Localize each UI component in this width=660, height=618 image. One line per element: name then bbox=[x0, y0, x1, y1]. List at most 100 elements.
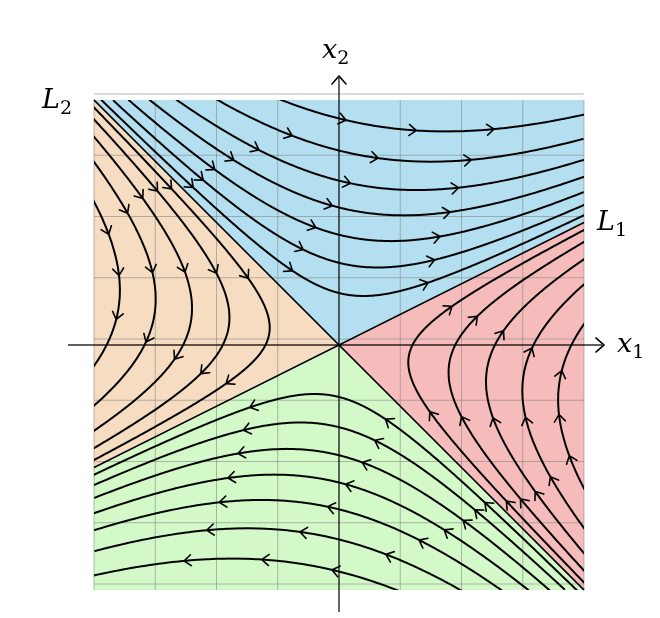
trajectory-curve bbox=[407, 228, 584, 584]
direction-arrow bbox=[442, 305, 453, 316]
trajectory-curve bbox=[278, 100, 584, 133]
direction-arrow bbox=[485, 123, 495, 136]
direction-arrow bbox=[374, 437, 385, 450]
trajectory-curve bbox=[94, 393, 579, 590]
direction-arrow bbox=[249, 141, 260, 153]
trajectory-curve bbox=[485, 258, 584, 555]
x1-axis-arrowhead bbox=[595, 337, 605, 353]
direction-arrow bbox=[100, 225, 113, 236]
direction-arrow bbox=[408, 123, 418, 137]
axes bbox=[68, 75, 605, 612]
direction-arrow bbox=[173, 349, 184, 360]
direction-arrow bbox=[474, 509, 485, 520]
trajectory-curve bbox=[175, 100, 584, 191]
direction-arrow bbox=[521, 416, 534, 427]
direction-arrow bbox=[463, 154, 473, 167]
x2-axis-label: x2 bbox=[322, 34, 349, 69]
direction-arrow bbox=[565, 454, 578, 465]
direction-arrow bbox=[489, 417, 502, 428]
direction-arrow bbox=[419, 278, 429, 291]
trajectory-curve bbox=[94, 106, 271, 462]
direction-arrow bbox=[237, 446, 247, 459]
direction-arrow bbox=[306, 219, 317, 232]
direction-arrow bbox=[282, 261, 294, 273]
trajectory-curve bbox=[127, 100, 584, 243]
trajectory-curve bbox=[94, 527, 463, 590]
direction-arrow bbox=[431, 231, 441, 244]
direction-arrow bbox=[227, 470, 237, 484]
trajectory-curve bbox=[94, 473, 530, 590]
direction-arrow bbox=[505, 500, 516, 511]
direction-arrow bbox=[443, 528, 454, 539]
direction-arrow bbox=[534, 490, 545, 502]
direction-arrow bbox=[218, 495, 228, 508]
direction-arrow bbox=[462, 519, 473, 530]
trajectory-curve bbox=[94, 447, 551, 590]
direction-arrow bbox=[554, 369, 567, 380]
trajectory-curve bbox=[557, 322, 584, 491]
direction-arrow bbox=[361, 458, 372, 471]
direction-arrow bbox=[118, 203, 130, 215]
direction-arrow bbox=[326, 502, 337, 515]
trajectory-curve bbox=[521, 282, 584, 530]
direction-arrow bbox=[385, 550, 396, 563]
l1-label: L1 bbox=[596, 206, 627, 241]
direction-arrow bbox=[225, 374, 236, 385]
direction-arrow bbox=[299, 526, 309, 540]
direction-arrow bbox=[384, 417, 396, 429]
l2-label: L2 bbox=[41, 84, 72, 119]
direction-arrow bbox=[331, 565, 341, 578]
direction-arrow bbox=[467, 315, 479, 326]
trajectory-curve bbox=[94, 117, 231, 450]
direction-arrow bbox=[344, 480, 355, 493]
direction-arrow bbox=[249, 399, 259, 412]
direction-arrow bbox=[143, 332, 155, 343]
trajectory-curve bbox=[94, 557, 400, 590]
direction-arrow bbox=[293, 240, 304, 253]
trajectories bbox=[94, 100, 584, 590]
direction-arrow bbox=[111, 310, 124, 321]
direction-arrow bbox=[148, 181, 159, 192]
direction-arrow bbox=[176, 262, 189, 273]
direction-arrow bbox=[548, 475, 560, 487]
direction-arrow bbox=[428, 410, 440, 422]
direction-arrow bbox=[193, 170, 204, 181]
trajectory-curve bbox=[99, 100, 584, 297]
direction-arrow bbox=[205, 160, 216, 171]
direction-arrow bbox=[111, 267, 125, 277]
direction-arrow bbox=[323, 197, 334, 210]
direction-arrow bbox=[441, 206, 451, 220]
direction-arrow bbox=[450, 182, 460, 195]
trajectory-curve bbox=[215, 100, 584, 163]
direction-arrow bbox=[183, 177, 194, 189]
direction-arrow bbox=[133, 188, 144, 200]
direction-arrow bbox=[494, 330, 505, 341]
trajectory-curve bbox=[112, 100, 584, 269]
direction-arrow bbox=[484, 501, 495, 513]
trajectory-curve bbox=[94, 199, 121, 368]
x2-axis-arrowhead bbox=[331, 75, 347, 85]
trajectory-curve bbox=[94, 160, 157, 408]
direction-arrow bbox=[425, 255, 436, 268]
direction-arrow bbox=[553, 413, 567, 423]
direction-arrow bbox=[418, 537, 429, 549]
direction-arrow bbox=[519, 498, 530, 509]
trajectory-curve bbox=[94, 421, 566, 590]
direction-arrow bbox=[183, 554, 193, 567]
trajectory-curve bbox=[148, 100, 584, 217]
direction-arrow bbox=[523, 347, 535, 358]
direction-arrow bbox=[238, 268, 250, 280]
direction-arrow bbox=[224, 151, 235, 162]
direction-arrow bbox=[337, 112, 347, 125]
trajectory-curve bbox=[94, 499, 503, 590]
direction-arrow bbox=[242, 422, 253, 435]
direction-arrow bbox=[199, 364, 211, 375]
direction-arrow bbox=[260, 553, 270, 567]
direction-arrow bbox=[341, 175, 352, 188]
direction-arrow bbox=[205, 523, 215, 536]
x1-axis-label: x1 bbox=[617, 328, 644, 363]
direction-arrow bbox=[282, 127, 293, 140]
direction-arrow bbox=[162, 179, 173, 190]
